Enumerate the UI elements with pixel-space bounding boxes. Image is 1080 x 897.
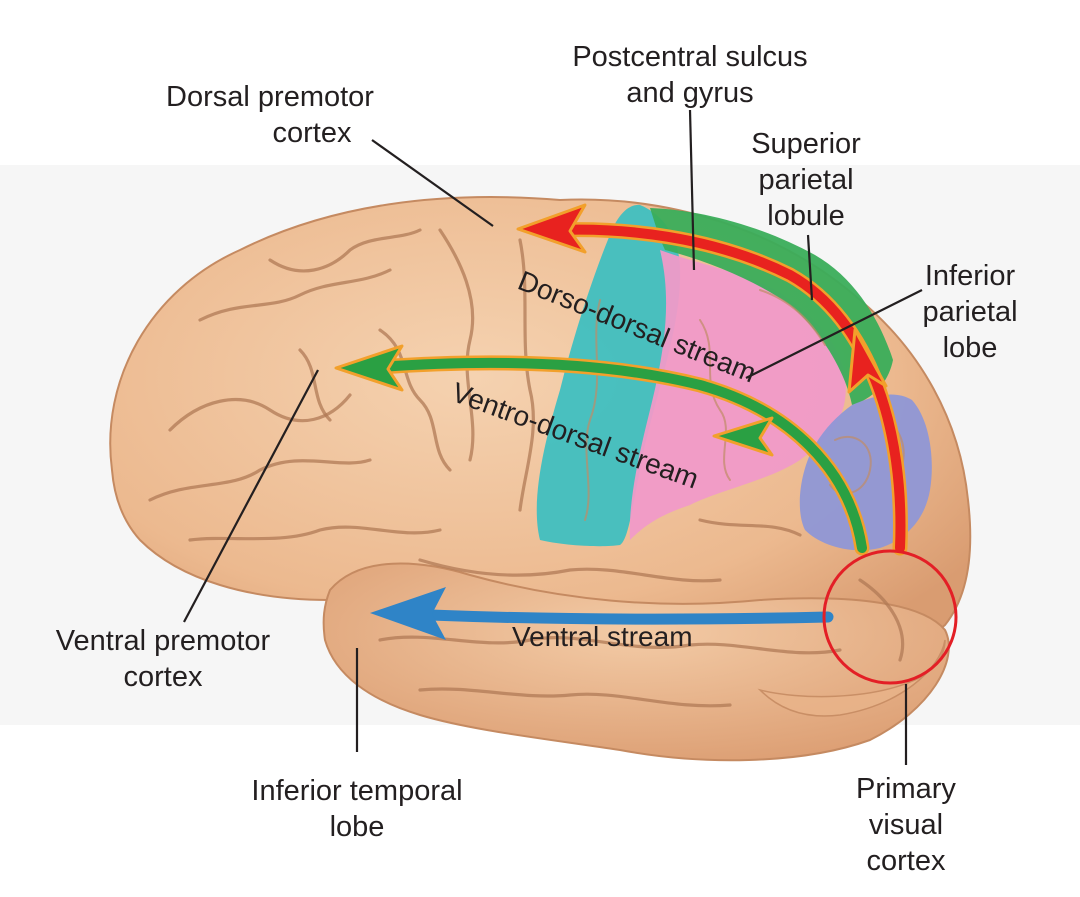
sulcus-2 (198, 268, 392, 322)
leader-lines (183, 109, 923, 765)
ventro-dorsal-mid-arrowhead (712, 416, 774, 457)
sulcus-11 (378, 635, 842, 655)
inferior-parietal-label-line3: lobe (943, 332, 998, 364)
postcentral-label-line1: Postcentral sulcus (572, 41, 807, 73)
primary-visual-label-line1: Primary (856, 773, 956, 805)
ventral-arrow-shaft (424, 609, 834, 625)
sulcus-13 (858, 578, 905, 662)
dorsal-premotor-label-line2: cortex (273, 117, 352, 149)
superior-parietal-label-line2: parietal (758, 164, 853, 196)
postcentral-label-line2: and gyrus (626, 77, 753, 109)
superior-parietal-region (650, 208, 893, 405)
dorso-dorsal-arrow-core (555, 224, 906, 553)
ventral-arrowhead (370, 587, 446, 640)
sulcus-5 (518, 238, 535, 512)
sulcus-9 (298, 348, 332, 422)
dorso-dorsal-arrowhead (516, 203, 587, 254)
primary-visual-circle (822, 549, 958, 685)
sulcus-14 (698, 518, 802, 537)
leader-superior-parietal (806, 234, 814, 301)
inferior-parietal-label-line2: parietal (922, 296, 1017, 328)
ventral-premotor-label-line2: cortex (124, 661, 203, 693)
sulcus-12 (418, 687, 732, 708)
ventro-dorsal-arrowhead (334, 344, 404, 392)
sulcus-16 (584, 299, 601, 521)
primary-visual-label-line2: visual (869, 809, 943, 841)
sulcus-19 (759, 289, 826, 346)
cerebellum-shape (757, 639, 946, 717)
dorso-dorsal-mid-arrowhead (847, 328, 888, 394)
sulcus-3 (268, 228, 422, 273)
leader-dorsal-premotor (371, 139, 494, 227)
sulcus-6 (148, 458, 372, 502)
region-labels: Dorsal premotor cortex Postcentral sulcu… (56, 41, 1018, 877)
sulcus-1 (168, 393, 352, 432)
leader-inferior-parietal (745, 289, 923, 379)
superior-parietal-label-line1: Superior (751, 128, 861, 160)
sulcus-15 (699, 319, 731, 481)
inferior-temporal-label-line2: lobe (330, 811, 385, 843)
sulcus-10 (418, 558, 722, 583)
stream-arrows (334, 203, 908, 640)
ventro-dorsal-arrow-core (375, 358, 867, 553)
sulcus-4 (438, 228, 475, 462)
inferior-temporal-label-line1: Inferior temporal (251, 775, 462, 807)
primary-visual-label-line3: cortex (867, 845, 946, 877)
ventral-stream-label: Ventral stream (512, 621, 693, 652)
inferior-parietal-label-line1: Inferior (925, 260, 1016, 292)
dorsal-premotor-label-line1: Dorsal premotor (166, 81, 374, 113)
leader-ventral-premotor (183, 369, 319, 623)
leader-postcentral (688, 109, 696, 271)
superior-parietal-label-line3: lobule (767, 200, 844, 232)
ventral-premotor-label-line1: Ventral premotor (56, 625, 271, 657)
